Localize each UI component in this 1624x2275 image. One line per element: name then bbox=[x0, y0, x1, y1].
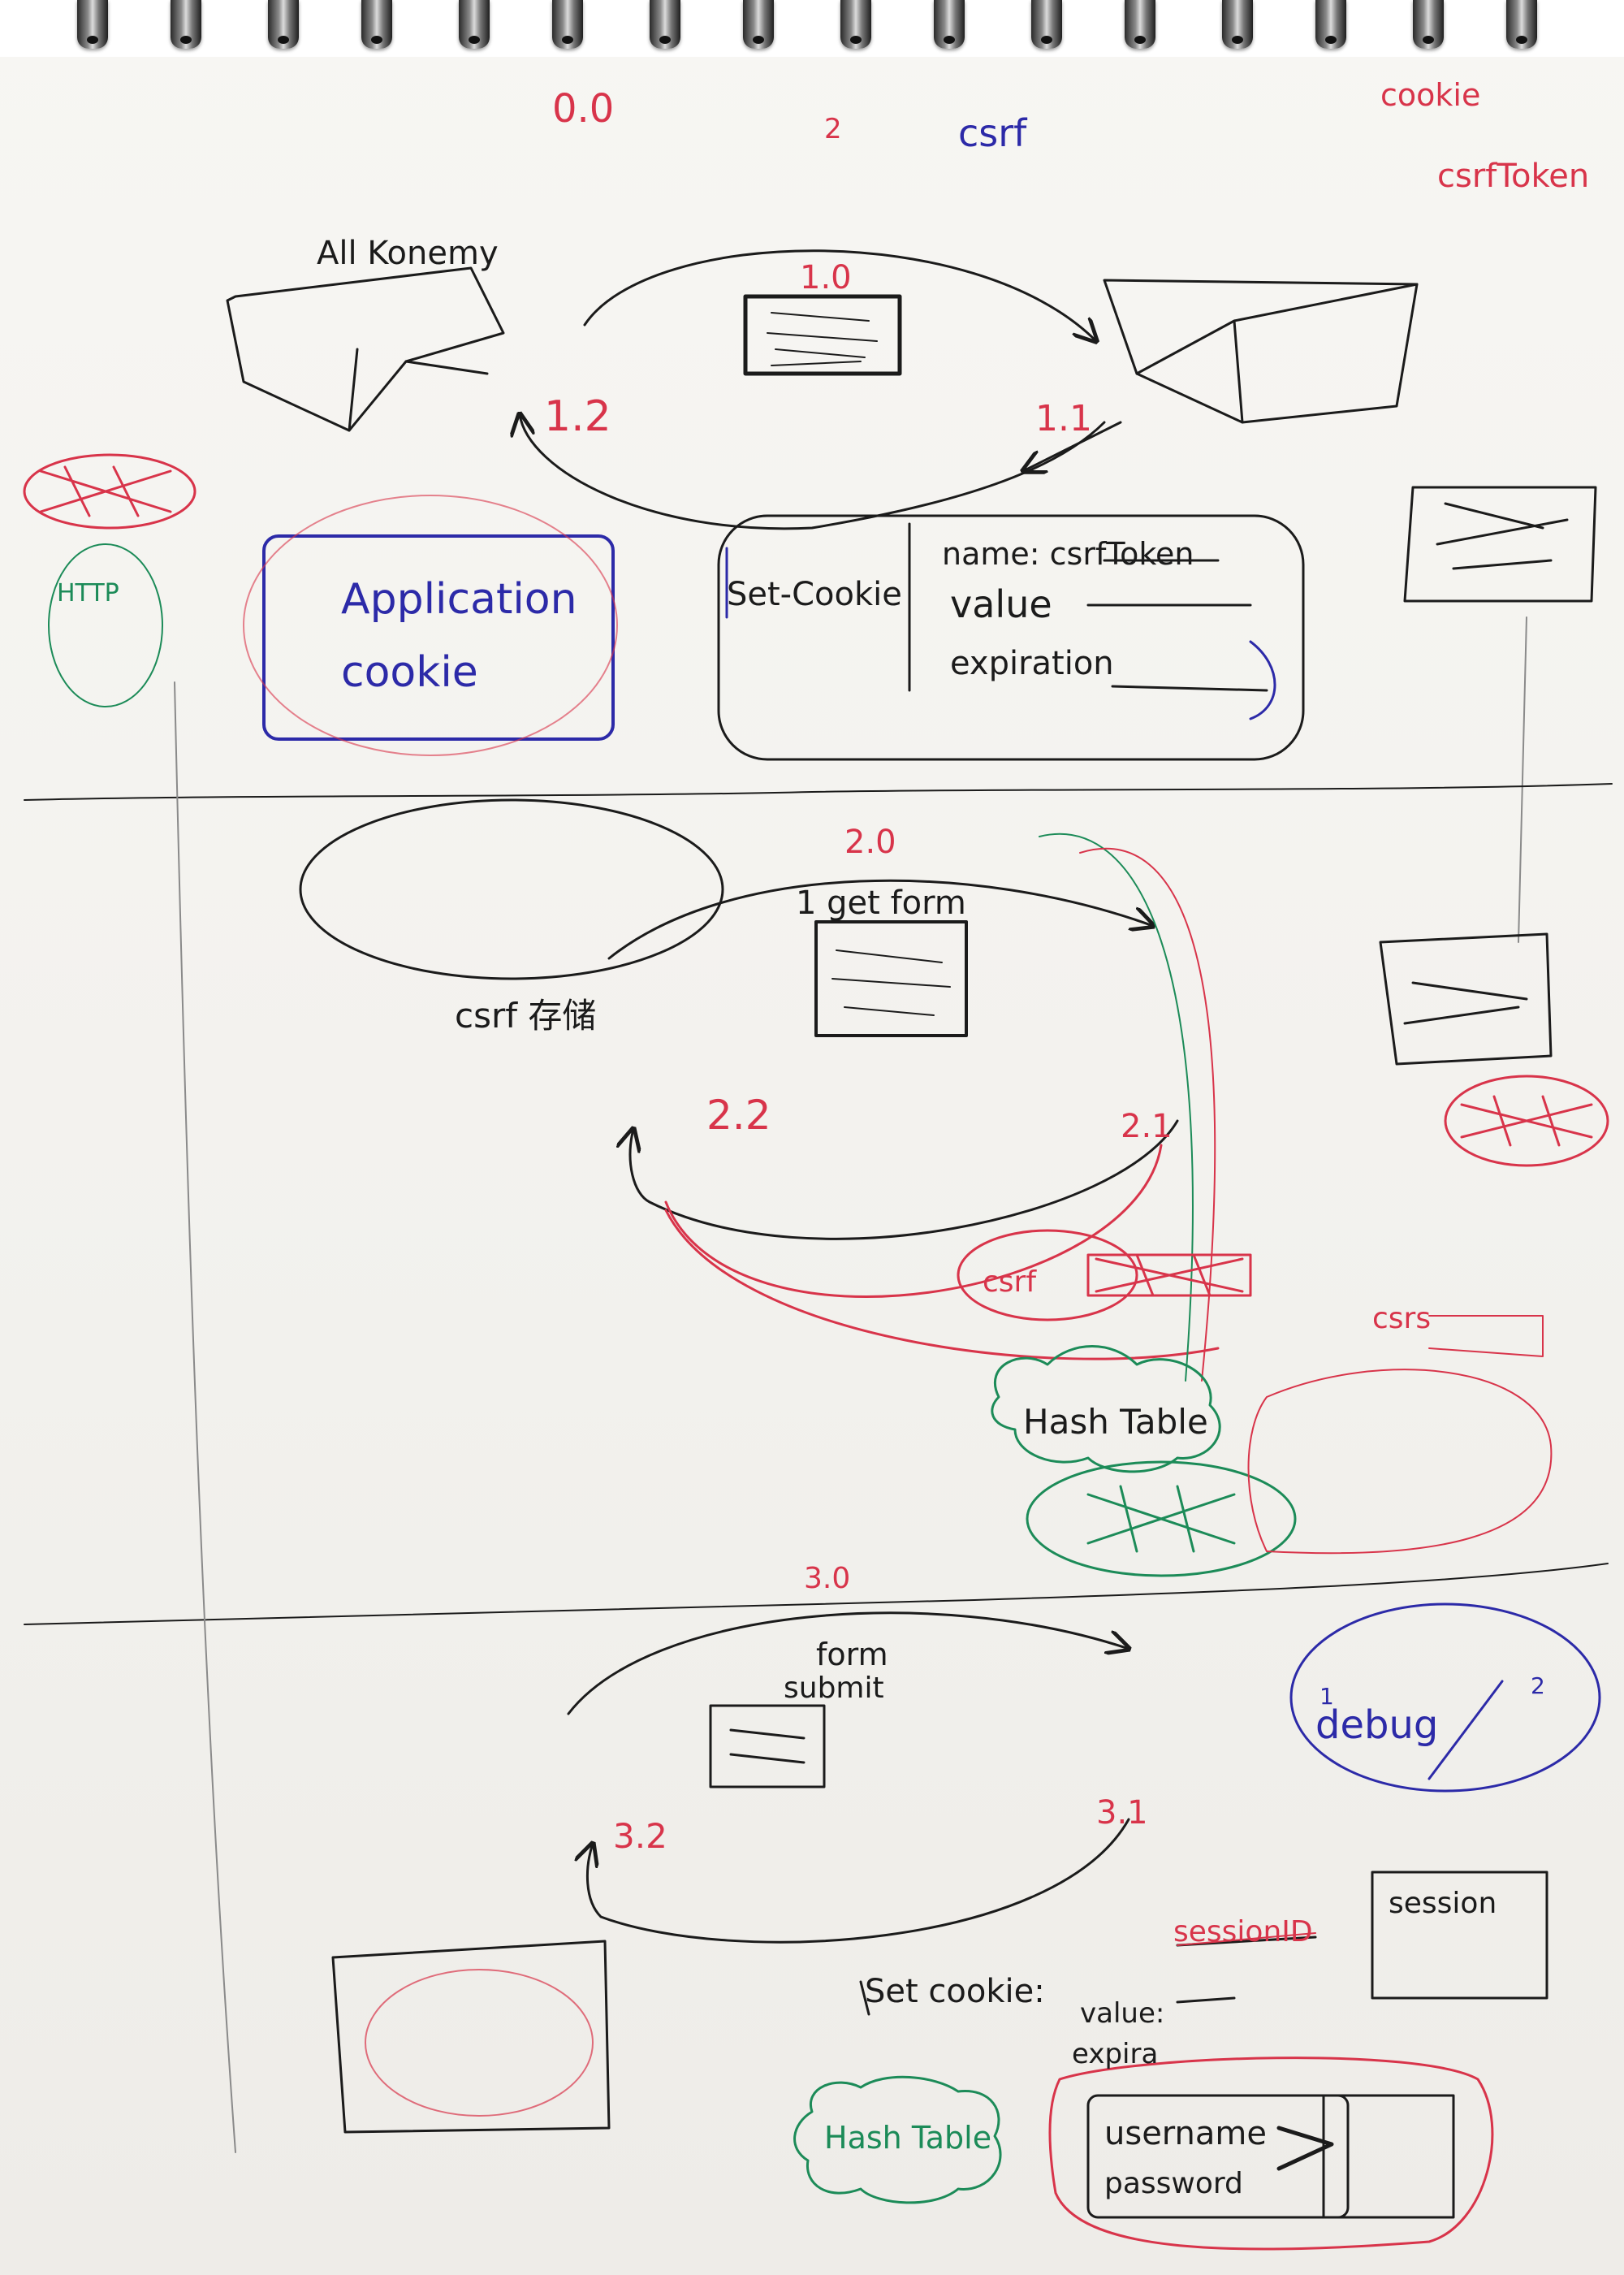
credentials-box bbox=[1086, 2094, 1350, 2219]
spiral-binding bbox=[0, 0, 1624, 57]
debug-label: debug bbox=[1315, 1702, 1438, 1748]
spiral-ring bbox=[361, 0, 392, 49]
monitor-right-2 bbox=[1379, 932, 1553, 1066]
spiral-ring bbox=[840, 0, 871, 49]
csrf-storage-note: csrf 存储 bbox=[455, 996, 596, 1036]
csrf-label-2: csrf bbox=[983, 1265, 1037, 1299]
monitor-right-1 bbox=[1403, 486, 1597, 603]
expiration-field-label: expiration bbox=[950, 645, 1114, 682]
value-field-label: value bbox=[950, 582, 1052, 626]
csrs-label: csrs bbox=[1372, 1302, 1431, 1335]
spiral-ring bbox=[268, 0, 299, 49]
spiral-ring bbox=[77, 0, 108, 49]
form-submit-label: submit bbox=[784, 1672, 884, 1705]
server-screen-3 bbox=[709, 1704, 826, 1788]
client-box-1 bbox=[226, 266, 505, 432]
version-label: 0.0 bbox=[552, 86, 614, 132]
step-1-0: 1.0 bbox=[800, 259, 852, 296]
spiral-ring bbox=[171, 0, 201, 49]
spiral-ring bbox=[1315, 0, 1346, 49]
circle-2: 2 bbox=[1531, 1672, 1545, 1699]
get-form-label: 1 get form bbox=[796, 884, 966, 922]
csrf-token-label: csrfToken bbox=[1437, 158, 1589, 195]
step-3-1: 3.1 bbox=[1096, 1794, 1148, 1832]
labels: 0.0 2 csrf cookie csrfToken All Konemy 1… bbox=[57, 77, 1589, 2200]
spiral-ring bbox=[650, 0, 680, 49]
session-label: session bbox=[1389, 1887, 1497, 1920]
form-label: form bbox=[816, 1637, 888, 1672]
application-label: Application bbox=[341, 575, 577, 624]
server-box-1 bbox=[1103, 279, 1419, 424]
spiral-ring bbox=[934, 0, 965, 49]
expira-field-3: expira bbox=[1072, 2038, 1158, 2070]
http-blob bbox=[48, 543, 163, 707]
spiral-ring bbox=[1031, 0, 1062, 49]
circle-1: 1 bbox=[1320, 1683, 1334, 1710]
set-cookie-block-1 bbox=[717, 514, 1305, 761]
spiral-ring bbox=[459, 0, 490, 49]
request-arc-2 bbox=[607, 879, 1153, 960]
hash-table-label-1: Hash Table bbox=[1023, 1402, 1208, 1442]
hash-table-label-2: Hash Table bbox=[824, 2120, 991, 2156]
password-label: password bbox=[1104, 2167, 1243, 2200]
step-2-2: 2.2 bbox=[706, 1092, 771, 1139]
spiral-ring bbox=[1125, 0, 1155, 49]
step-1-2: 1.2 bbox=[544, 392, 611, 441]
spiral-ring bbox=[1506, 0, 1537, 49]
cookie-header-label: cookie bbox=[1380, 77, 1480, 113]
username-label: username bbox=[1104, 2115, 1267, 2152]
circle-number: 2 bbox=[824, 113, 842, 145]
http-label: HTTP bbox=[57, 579, 119, 608]
step-1-1: 1.1 bbox=[1035, 398, 1092, 439]
server-screen-1 bbox=[743, 294, 902, 376]
response-arc-2 bbox=[630, 1119, 1179, 1240]
step-2-0: 2.0 bbox=[844, 824, 896, 861]
debug-circle bbox=[1289, 1602, 1601, 1793]
divider-1 bbox=[24, 783, 1613, 801]
step-3-0: 3.0 bbox=[804, 1562, 850, 1595]
name-field-label: name: csrfToken bbox=[942, 536, 1194, 572]
application-cookie-box bbox=[262, 534, 615, 741]
client-box-3 bbox=[331, 1940, 611, 2134]
hash-table-cloud-2 bbox=[793, 2075, 1002, 2204]
response-arc-3 bbox=[587, 1818, 1130, 1944]
divider-2 bbox=[24, 1563, 1609, 1625]
session-box bbox=[1371, 1871, 1548, 2000]
application-cookie-label: cookie bbox=[341, 648, 478, 697]
step-2-1: 2.1 bbox=[1121, 1108, 1173, 1145]
csrf-header-label: csrf bbox=[958, 111, 1028, 155]
spiral-ring bbox=[552, 0, 583, 49]
set-cookie-label-1: Set-Cookie bbox=[727, 576, 902, 613]
request-arc-3 bbox=[567, 1611, 1129, 1715]
spiral-ring bbox=[743, 0, 774, 49]
hash-table-cloud-1 bbox=[991, 1345, 1221, 1473]
memory-box bbox=[1322, 2094, 1455, 2219]
set-cookie-label-3: Set cookie: bbox=[865, 1973, 1045, 2010]
session-id-label: sessionID bbox=[1173, 1915, 1313, 1948]
value-field-3: value: bbox=[1080, 1997, 1164, 2030]
server-screen-2 bbox=[814, 920, 968, 1037]
spiral-ring bbox=[1413, 0, 1444, 49]
left-box-label: All Konemy bbox=[317, 235, 499, 272]
request-arc-1 bbox=[583, 249, 1096, 341]
crossed-note-left bbox=[23, 453, 197, 530]
client-oval-2 bbox=[299, 798, 724, 980]
crossed-note-right bbox=[1444, 1075, 1609, 1167]
step-3-2: 3.2 bbox=[613, 1816, 667, 1856]
spiral-ring bbox=[1222, 0, 1253, 49]
